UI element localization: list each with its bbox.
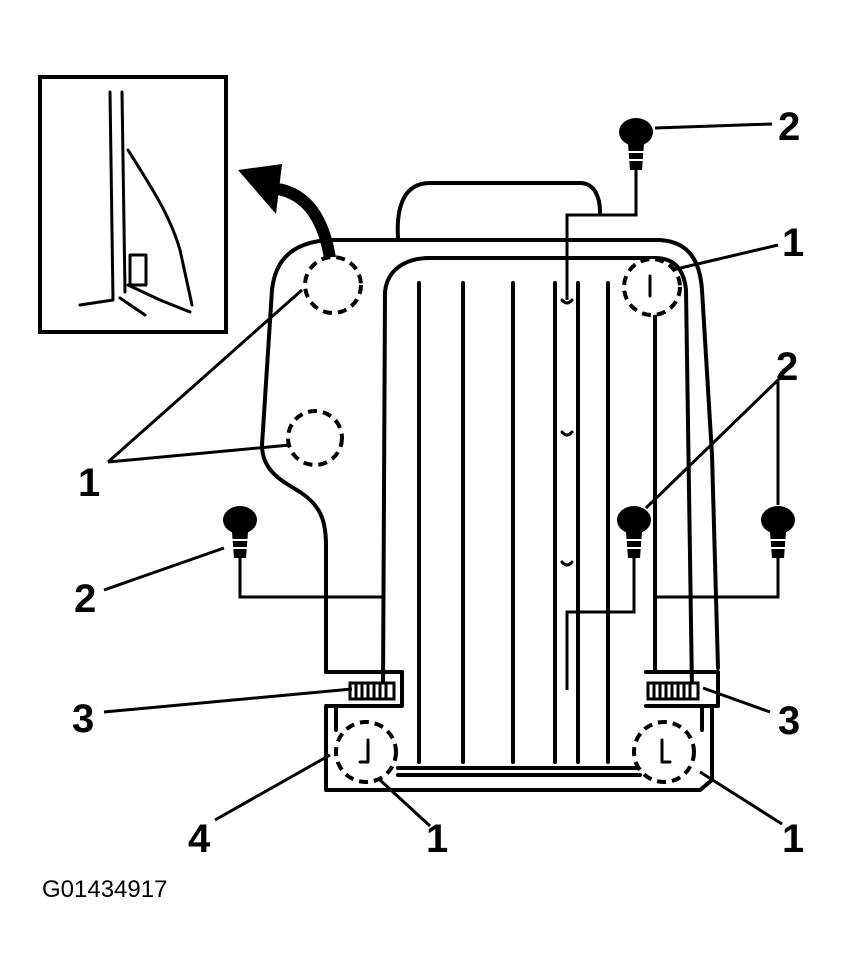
callout-3-left: 3 (72, 697, 94, 741)
callout-2-top: 2 (778, 105, 800, 149)
fastener-strips (348, 681, 700, 701)
leader-lines (103, 122, 783, 828)
callout-1-bottom-left: 1 (426, 817, 448, 861)
curved-arrow-icon (238, 164, 336, 264)
retainer-lower-right (632, 720, 696, 784)
detail-inset (38, 75, 228, 334)
seat-back-panel (381, 256, 694, 777)
bolt-icon (619, 118, 653, 170)
retainer-lower-left (334, 720, 398, 784)
bolt-icon (761, 506, 795, 558)
bolt-icon (617, 506, 651, 558)
figure-id: G01434917 (42, 876, 167, 903)
callout-1-left: 1 (78, 461, 100, 505)
retainer-mid-left (286, 409, 344, 467)
seat-back-frame (260, 181, 720, 792)
callout-3-right: 3 (778, 699, 800, 743)
callout-1-bottom-right: 1 (782, 817, 804, 861)
callout-1-upper-right: 1 (782, 221, 804, 265)
retainer-upper-right (622, 257, 682, 317)
retainer-upper-left (303, 255, 363, 315)
bolt-routing-lines (238, 170, 780, 690)
callout-4-bottom-left: 4 (188, 817, 211, 861)
retainer-locations (286, 255, 696, 784)
callout-2-right: 2 (776, 345, 798, 389)
callout-2-left: 2 (74, 577, 96, 621)
bolt-icon (223, 506, 257, 558)
